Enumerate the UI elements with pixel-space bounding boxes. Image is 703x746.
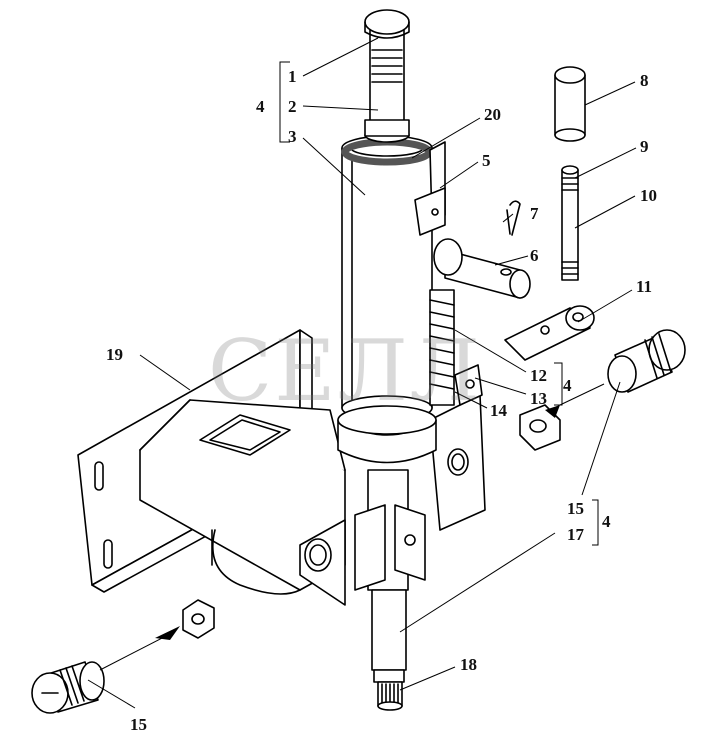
main-cylinder (337, 135, 437, 464)
castle-nut-right (519, 404, 561, 451)
callout-13: 13 (530, 389, 547, 408)
callout-20: 20 (484, 105, 501, 124)
cap-8 (554, 66, 586, 142)
callout-2: 2 (288, 97, 297, 116)
cotter-pin (506, 200, 521, 236)
castle-nut-lower (182, 599, 215, 639)
lower-shaft (354, 469, 426, 711)
clevis-11 (504, 305, 595, 361)
pin-6 (433, 238, 531, 299)
callout-11: 11 (636, 277, 653, 296)
callout-8: 8 (640, 71, 649, 90)
callout-6: 6 (530, 246, 539, 265)
threaded-shaft (429, 289, 455, 406)
clamp-bracket (414, 141, 446, 236)
callout-4-mid: 4 (563, 376, 572, 395)
callout-15-right: 15 (567, 499, 584, 518)
arrow-heads (155, 405, 560, 640)
threaded-plug-right (607, 329, 686, 393)
callout-14: 14 (490, 401, 507, 420)
callout-4-upper: 4 (256, 97, 265, 116)
stud-9-10 (561, 165, 579, 281)
callout-12: 12 (530, 366, 547, 385)
callout-18: 18 (460, 655, 477, 674)
threaded-plug-lower (31, 661, 105, 714)
bracket-housing (139, 394, 486, 606)
callout-1: 1 (288, 67, 297, 86)
callout-3: 3 (288, 127, 297, 146)
callout-9: 9 (640, 137, 649, 156)
callout-15-lower: 15 (130, 715, 147, 734)
callout-10: 10 (640, 186, 657, 205)
upper-rod (364, 9, 410, 143)
callout-17: 17 (567, 525, 584, 544)
callout-5: 5 (482, 151, 491, 170)
callout-19: 19 (106, 345, 123, 364)
callout-4-lower: 4 (602, 512, 611, 531)
leader-lines (87, 37, 637, 709)
callout-7: 7 (530, 204, 539, 223)
